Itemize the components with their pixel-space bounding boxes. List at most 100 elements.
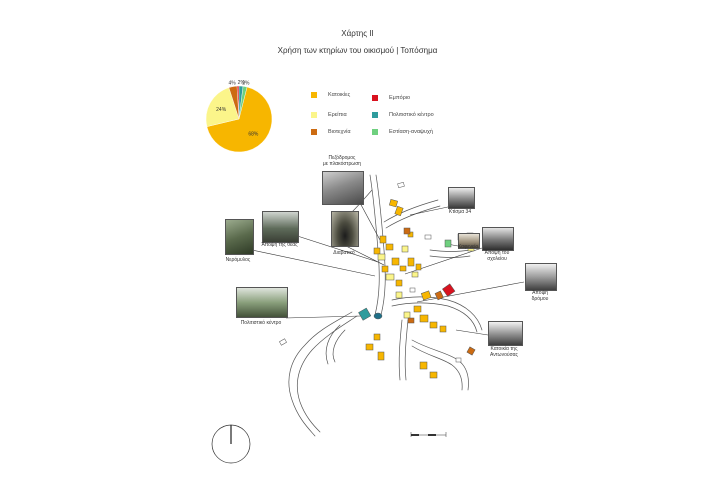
building-outline	[409, 287, 416, 293]
leader-line	[455, 329, 489, 336]
building-residence	[391, 257, 400, 266]
road	[369, 174, 380, 316]
caption-neromylos: Νερόμυλος	[225, 257, 251, 263]
building-residence	[439, 325, 447, 333]
building-outline	[279, 338, 287, 346]
building-residence	[419, 314, 429, 323]
legend-label: Πολιτιστικό κέντρο	[389, 112, 434, 118]
photo-diavatiko	[331, 211, 359, 247]
photo-apopsi-theas	[262, 211, 299, 243]
building-cultural-center	[373, 312, 383, 320]
building-workshop	[407, 317, 415, 324]
road	[391, 302, 478, 333]
caption-ktisma34: Κτίσμα 34	[448, 209, 472, 215]
building-residence	[373, 333, 381, 341]
building-residence	[365, 343, 374, 351]
caption-apopsi-theas: Άποψη της θέας	[261, 242, 298, 248]
building-residence	[395, 279, 403, 287]
road	[404, 319, 409, 381]
road	[385, 205, 441, 229]
building-commerce	[442, 283, 456, 297]
legend-item-emporio: Εμπόριο	[372, 95, 410, 101]
pie-slice-label: 2%	[242, 81, 250, 87]
caption-line: σχολείου	[487, 256, 507, 262]
photo-katoikia	[488, 321, 523, 346]
road	[297, 315, 358, 433]
caption-line: Άποψη του	[484, 250, 510, 256]
legend-item-katoikies: Κατοικίες	[311, 92, 350, 98]
building-outline	[424, 234, 432, 240]
caption-apopsi-sxoleiou: Άποψη του σχολείου	[472, 250, 522, 262]
building-restaurant	[444, 239, 452, 248]
leader-line	[285, 315, 362, 319]
legend-item-politistiko: Πολιτιστικό κέντρο	[372, 112, 434, 118]
caption-line: δρόμου	[531, 296, 549, 302]
road	[288, 311, 353, 437]
legend-label: Εστίαση-αναψυχή	[389, 129, 433, 135]
building-residence	[385, 243, 394, 251]
legend-item-estiasi: Εστίαση-αναψυχή	[372, 129, 433, 135]
legend-swatch	[311, 92, 317, 98]
building-workshop	[403, 227, 411, 235]
pie-slice-label: 24%	[216, 107, 227, 113]
building-residence	[413, 305, 422, 313]
map-title: Χάρτης ΙΙ	[341, 29, 374, 38]
legend-swatch	[311, 129, 317, 135]
road	[375, 174, 386, 316]
building-residence	[399, 265, 407, 272]
photo-pezodromos	[322, 171, 364, 205]
leader-line	[358, 200, 381, 241]
road	[325, 324, 341, 365]
building-ruin	[385, 273, 395, 281]
photo-ktisma34	[448, 187, 475, 209]
building-residence	[381, 265, 389, 273]
building-residence	[394, 205, 404, 217]
scale-bar-icon	[410, 432, 447, 437]
pie-slice-label: 2%	[238, 80, 246, 86]
caption-kafeneio: Καφενείο	[457, 244, 479, 250]
building-residence	[377, 351, 385, 361]
caption-katoikia: Κατοικία της Αντωνούσας	[478, 346, 530, 358]
road	[411, 345, 463, 391]
building-residence	[415, 263, 422, 271]
legend-swatch	[372, 129, 378, 135]
building-workshop	[434, 290, 444, 301]
pie-slice	[205, 87, 240, 127]
leader-line	[251, 249, 376, 277]
caption-diavatiko: Διαβατικό	[333, 250, 355, 256]
building-ruin	[411, 271, 419, 278]
building-ruin	[403, 311, 411, 319]
pie-slice-label: 4%	[229, 81, 237, 87]
caption-apopsi-dromou: Άποψη δρόμου	[520, 290, 560, 302]
caption-politistiko: Πολιτιστικό κέντρο	[240, 320, 282, 326]
building-residence	[373, 247, 381, 255]
leader-line	[345, 245, 385, 266]
building-outline	[455, 357, 462, 363]
building-residence	[389, 199, 398, 208]
building-ruin	[401, 245, 409, 253]
building-cultural-center	[358, 307, 372, 321]
photo-apopsi-sxoleiou	[482, 227, 514, 251]
pie-slice-label: 68%	[248, 132, 259, 138]
legend-label: Εμπόριο	[389, 95, 411, 101]
road	[429, 255, 471, 258]
road	[332, 329, 346, 363]
road	[398, 319, 403, 381]
photo-politistiko	[236, 287, 288, 318]
buildings	[279, 181, 476, 379]
building-ruin	[395, 291, 403, 299]
photo-neromylos	[225, 219, 254, 255]
legend-item-viotexnia: Βιοτεχνία	[311, 129, 351, 135]
legend-swatch	[372, 95, 378, 101]
caption-line: Πεζόδρομος	[328, 155, 356, 161]
legend: Κατοικίες Ερείπια Βιοτεχνία Εμπόριο Πολι…	[311, 92, 461, 144]
building-workshop	[466, 346, 476, 356]
leader-lines	[251, 200, 525, 336]
map-subtitle: Χρήση των κτηρίων του οικισμού | Τοπόσημ…	[277, 46, 438, 55]
building-ruin	[377, 253, 386, 261]
building-residence	[419, 361, 428, 370]
north-arrow-icon	[211, 424, 251, 464]
leader-line	[416, 281, 525, 303]
photo-kafeneio	[458, 233, 480, 249]
